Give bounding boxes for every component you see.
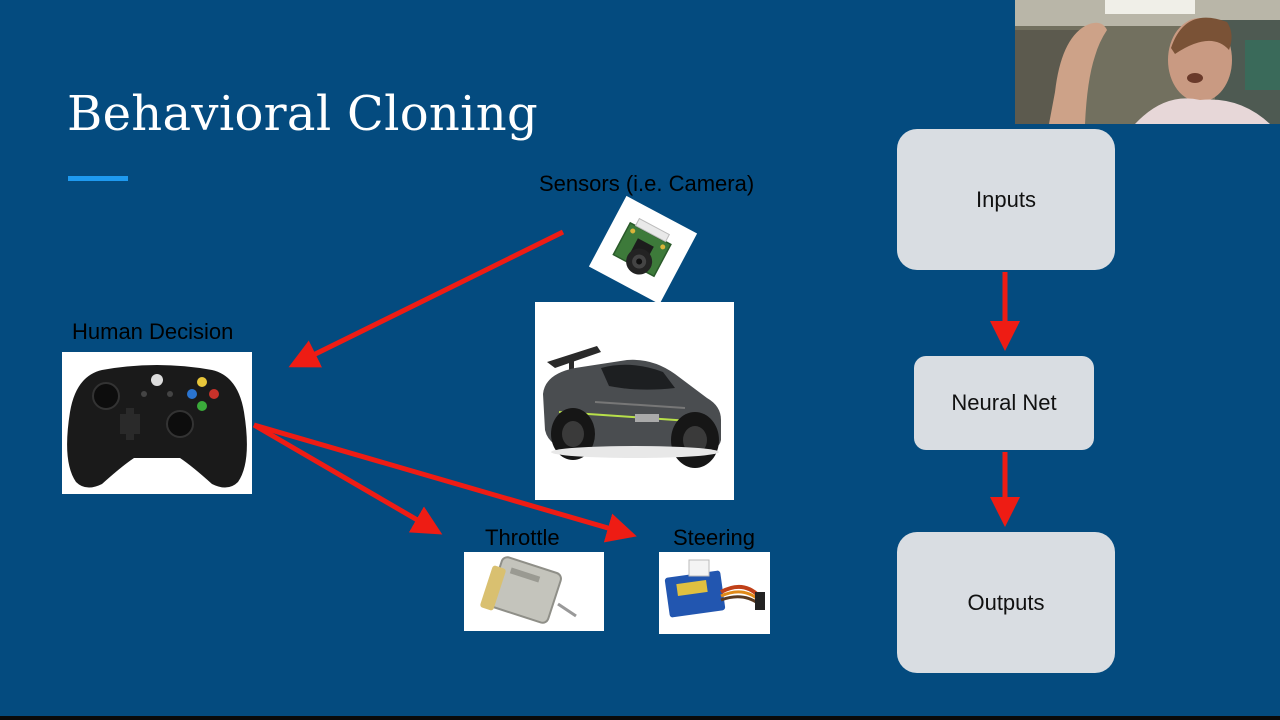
bottom-edge bbox=[0, 716, 1280, 720]
game-controller-image bbox=[62, 352, 252, 494]
outputs-box: Outputs bbox=[897, 532, 1115, 673]
human-decision-label: Human Decision bbox=[72, 319, 234, 344]
arrow-human-to-steering bbox=[253, 422, 637, 543]
sensors-label: Sensors (i.e. Camera) bbox=[539, 171, 755, 196]
camera-module-image bbox=[588, 195, 698, 305]
inputs-box: Inputs bbox=[897, 129, 1115, 270]
dc-motor-image bbox=[464, 552, 604, 631]
title-underline bbox=[68, 176, 128, 181]
arrow-sensors-to-human bbox=[288, 229, 565, 368]
steering-label: Steering bbox=[673, 525, 755, 550]
throttle-label: Throttle bbox=[485, 525, 560, 550]
neural-net-label: Neural Net bbox=[951, 390, 1057, 415]
neural-net-box: Neural Net bbox=[914, 356, 1094, 450]
slide-title: Behavioral Cloning bbox=[67, 86, 539, 142]
arrow-human-to-throttle bbox=[252, 422, 443, 535]
outputs-label: Outputs bbox=[967, 589, 1045, 615]
inputs-label: Inputs bbox=[976, 186, 1036, 212]
servo-motor-image bbox=[659, 552, 770, 634]
rc-car-image bbox=[535, 302, 734, 500]
webcam-feed bbox=[1015, 0, 1280, 124]
